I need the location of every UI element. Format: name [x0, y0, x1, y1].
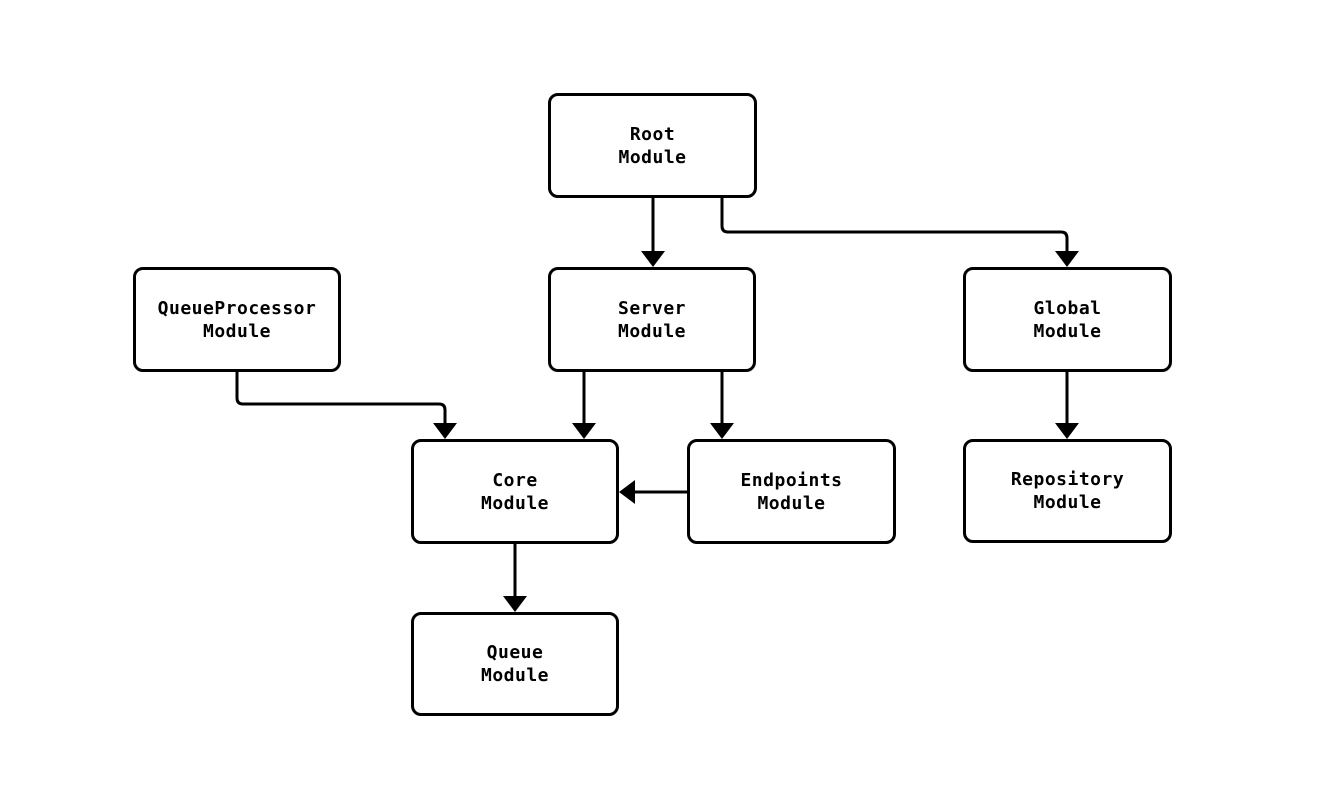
node-server-module: Server Module: [548, 267, 756, 372]
node-queue-processor-module-label: QueueProcessor Module: [157, 297, 317, 342]
node-core-module: Core Module: [411, 439, 619, 544]
node-endpoints-module: Endpoints Module: [687, 439, 896, 544]
node-repository-module-label: Repository Module: [1010, 469, 1125, 513]
edges-group: [235, 198, 1079, 612]
node-global-module-label: Global Module: [1033, 297, 1102, 342]
node-endpoints-module-label: Endpoints Module: [740, 469, 843, 514]
node-server-module-label: Server Module: [617, 297, 687, 342]
edge-queue-processor-to-core: [235, 372, 457, 439]
node-core-module-label: Core Module: [480, 469, 550, 514]
node-root-module: Root Module: [548, 93, 757, 198]
node-queue-processor-module: QueueProcessor Module: [133, 267, 341, 372]
edge-root-to-global: [720, 198, 1079, 267]
node-repository-module: Repository Module: [963, 439, 1172, 543]
node-global-module: Global Module: [963, 267, 1172, 372]
node-queue-module: Queue Module: [411, 612, 619, 716]
node-root-module-label: Root Module: [618, 123, 687, 168]
node-queue-module-label: Queue Module: [480, 642, 550, 686]
